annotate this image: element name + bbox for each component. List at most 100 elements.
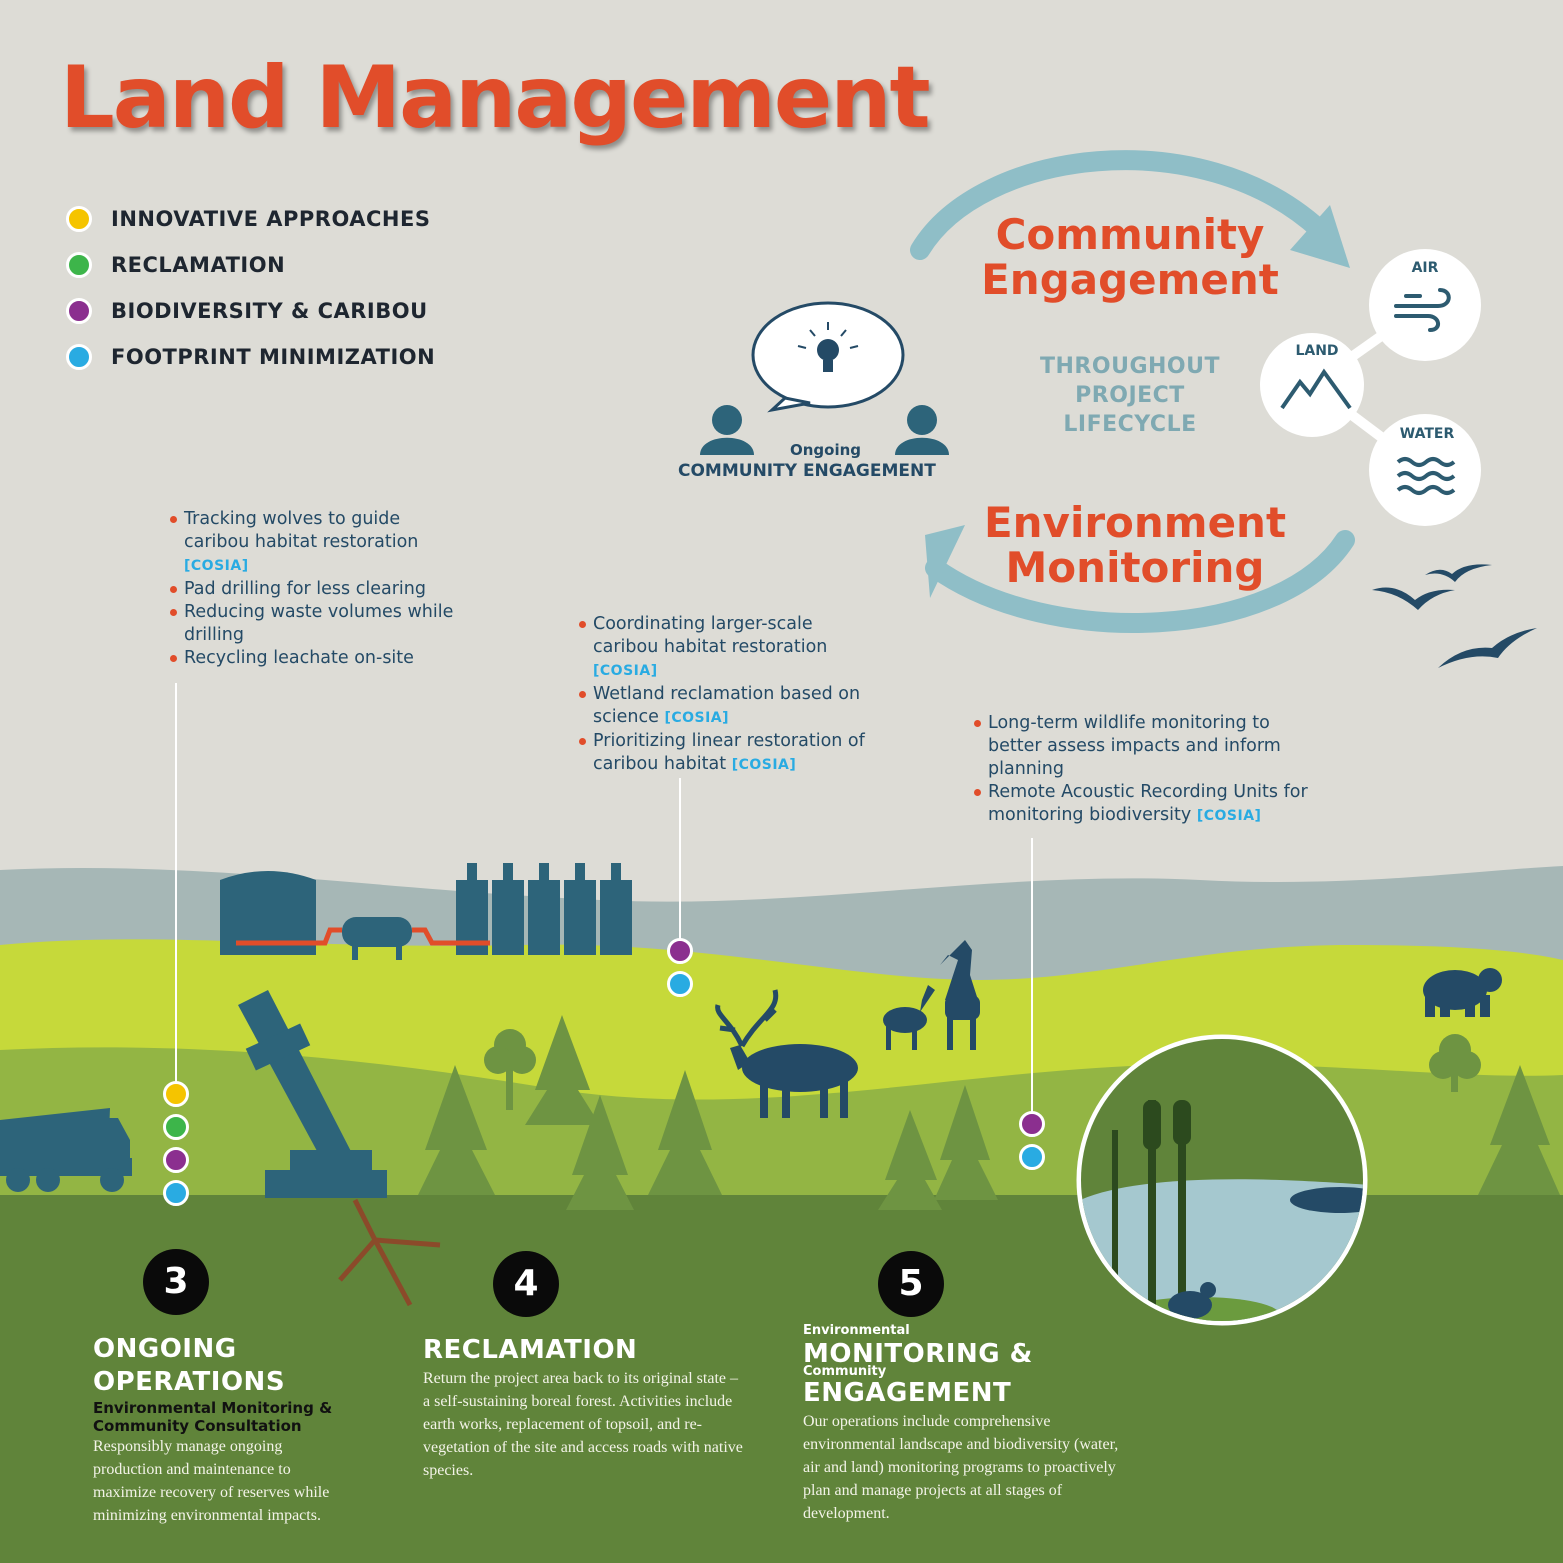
marker-dot-purple — [667, 938, 693, 964]
bullet-text: Recycling leachate on-site — [184, 648, 414, 668]
land-circle — [1260, 333, 1364, 437]
reclamation-bullets: Coordinating larger-scale caribou habita… — [579, 613, 869, 777]
stage-reclamation: RECLAMATION Return the project area back… — [423, 1334, 753, 1482]
bullet-text: Coordinating larger-scale caribou habita… — [593, 614, 828, 657]
lightbulb-icon — [797, 322, 859, 372]
community-engagement-heading: Community Engagement — [960, 212, 1300, 302]
bear-icon — [1423, 968, 1502, 1017]
stage-small-label: Environmental — [803, 1323, 910, 1338]
bullet-item: Long-term wildlife monitoring to better … — [974, 712, 1319, 781]
bullet-text: Wetland reclamation based on science — [593, 684, 861, 727]
page-title: Land Management — [60, 48, 931, 148]
bullet-item: Coordinating larger-scale caribou habita… — [579, 613, 869, 683]
legend-label: FOOTPRINT MINIMIZATION — [111, 345, 436, 369]
legend-dot-green — [66, 252, 92, 278]
bullet-text: Pad drilling for less clearing — [184, 579, 426, 599]
marker-dot-yellow — [163, 1081, 189, 1107]
heading-line: Monitoring — [1005, 543, 1265, 592]
bird-icon — [1372, 564, 1537, 668]
marker-dot-purple — [163, 1147, 189, 1173]
bullet-item: Prioritizing linear restoration of carib… — [579, 730, 869, 777]
bullet-text: Prioritizing linear restoration of carib… — [593, 731, 865, 774]
stage-number-4: 4 — [493, 1251, 559, 1317]
legend-label: INNOVATIVE APPROACHES — [111, 207, 431, 231]
engagement-small-label: Ongoing — [790, 441, 862, 459]
cosia-tag: [COSIA] — [593, 663, 658, 679]
stage-ongoing-operations: ONGOING OPERATIONS Environmental Monitor… — [93, 1333, 393, 1527]
air-label: AIR — [1411, 260, 1439, 276]
pipeline-icon — [236, 927, 490, 946]
cosia-tag: [COSIA] — [1196, 808, 1262, 824]
legend-item-footprint: FOOTPRINT MINIMIZATION — [66, 334, 435, 380]
wetland-inset — [1076, 1034, 1368, 1326]
legend-label: RECLAMATION — [111, 253, 286, 277]
stage-number-3: 3 — [143, 1249, 209, 1315]
bullet-item: Recycling leachate on-site — [170, 647, 460, 670]
marker-dot-blue — [163, 1180, 189, 1206]
legend-dot-yellow — [66, 206, 92, 232]
stage-title: ENGAGEMENT — [803, 1378, 1012, 1408]
heading-line: Engagement — [981, 255, 1279, 304]
bullet-item: Reducing waste volumes while drilling — [170, 601, 460, 647]
stage-small-label: Community — [803, 1364, 887, 1379]
tree-icon — [418, 1015, 1560, 1210]
horse-icon — [883, 940, 980, 1050]
legend: INNOVATIVE APPROACHES RECLAMATION BIODIV… — [66, 196, 435, 380]
duck-icon — [1290, 1187, 1363, 1213]
lifecycle-label: THROUGHOUT PROJECT LIFECYCLE — [1000, 352, 1260, 439]
bullet-text: Long-term wildlife monitoring to better … — [988, 713, 1281, 779]
drilling-rig-icon — [238, 990, 387, 1198]
environment-monitoring-heading: Environment Monitoring — [960, 500, 1310, 590]
stage-title: MONITORING & — [803, 1339, 1033, 1369]
marker-dot-blue — [1019, 1144, 1045, 1170]
bullet-text: Reducing waste volumes while drilling — [184, 602, 454, 645]
water-circle — [1369, 414, 1481, 526]
bullet-item: Wetland reclamation based on science [CO… — [579, 683, 869, 730]
legend-item-innovative: INNOVATIVE APPROACHES — [66, 196, 435, 242]
stage-body: Responsibly manage ongoing production an… — [93, 1438, 330, 1524]
operations-bullets: Tracking wolves to guide caribou habitat… — [170, 508, 460, 670]
stage-body: Our operations include comprehensive env… — [803, 1413, 1119, 1522]
stage-monitoring-engagement: Environmental MONITORING & Community ENG… — [803, 1324, 1143, 1525]
legend-item-biodiversity: BIODIVERSITY & CARIBOU — [66, 288, 435, 334]
bullet-text: Remote Acoustic Recording Units for moni… — [988, 782, 1308, 825]
marker-dot-purple — [1019, 1111, 1045, 1137]
mountain-icon — [1280, 368, 1352, 410]
engagement-main-label: COMMUNITY ENGAGEMENT — [678, 461, 936, 481]
legend-item-reclamation: RECLAMATION — [66, 242, 435, 288]
monitoring-bullets: Long-term wildlife monitoring to better … — [974, 712, 1319, 828]
wellbore-icon — [338, 1198, 441, 1307]
heading-line: Environment — [983, 498, 1287, 547]
bullet-item: Tracking wolves to guide caribou habitat… — [170, 508, 460, 578]
bullet-item: Pad drilling for less clearing — [170, 578, 460, 601]
lifecycle-line: PROJECT — [1075, 383, 1185, 408]
marker-dot-green — [163, 1114, 189, 1140]
cosia-tag: [COSIA] — [664, 710, 730, 726]
cosia-tag: [COSIA] — [731, 757, 797, 773]
heading-line: Community — [995, 210, 1265, 259]
legend-label: BIODIVERSITY & CARIBOU — [111, 299, 428, 323]
legend-dot-purple — [66, 298, 92, 324]
stage-title: OPERATIONS — [93, 1367, 286, 1397]
wind-icon — [1394, 288, 1451, 332]
stage-subtitle: Community Consultation — [93, 1417, 302, 1435]
cycle-arrows-icon — [910, 150, 1355, 633]
stage-subtitle: Environmental Monitoring & — [93, 1399, 333, 1417]
legend-dot-blue — [66, 344, 92, 370]
dump-truck-icon — [0, 1108, 132, 1192]
land-label: LAND — [1295, 343, 1339, 359]
stage-title: RECLAMATION — [423, 1335, 638, 1365]
caribou-icon — [715, 989, 858, 1118]
bullet-item: Remote Acoustic Recording Units for moni… — [974, 781, 1319, 828]
bullet-text: Tracking wolves to guide caribou habitat… — [184, 509, 419, 552]
cosia-tag: [COSIA] — [184, 558, 249, 574]
marker-dot-blue — [667, 971, 693, 997]
stage-title: ONGOING — [93, 1334, 237, 1364]
stage-number-5: 5 — [878, 1251, 944, 1317]
lifecycle-line: THROUGHOUT — [1040, 354, 1220, 379]
water-label: WATER — [1399, 426, 1455, 442]
lifecycle-line: LIFECYCLE — [1063, 412, 1197, 437]
stage-body: Return the project area back to its orig… — [423, 1370, 743, 1479]
